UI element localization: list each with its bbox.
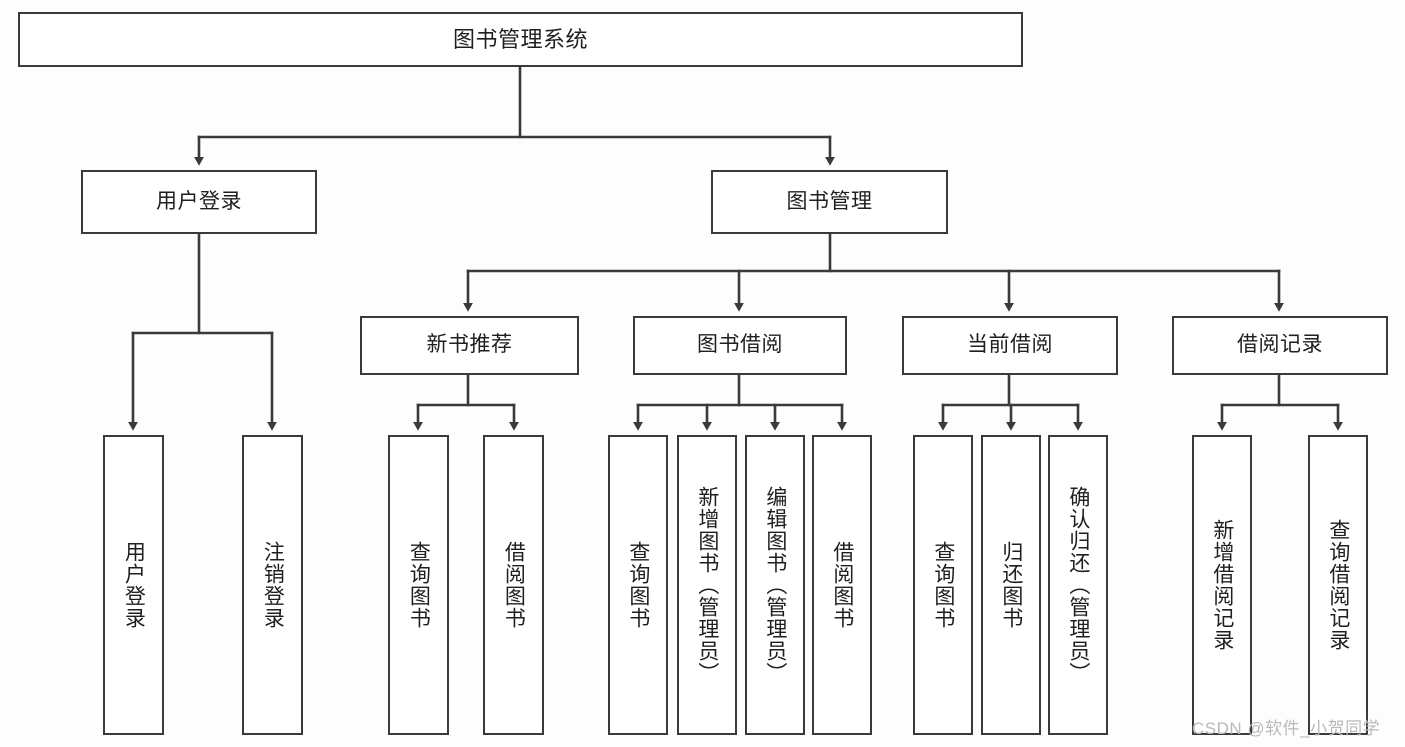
node-new-book-recommend[interactable]: 新书推荐 (360, 316, 579, 375)
node-book-manage[interactable]: 图书管理 (711, 170, 948, 234)
node-label: 图书管理系统 (452, 26, 588, 52)
node-root-system[interactable]: 图书管理系统 (18, 12, 1023, 67)
node-label: 借阅图书 (502, 541, 526, 629)
node-label: 图书借阅 (697, 333, 783, 357)
node-label: 归还图书 (999, 541, 1023, 629)
leaf-confirm-return-admin[interactable]: 确认归还（管理员） (1048, 435, 1108, 735)
leaf-query-borrow-record[interactable]: 查询借阅记录 (1308, 435, 1368, 735)
leaf-borrow-book[interactable]: 借阅图书 (812, 435, 872, 735)
node-label: 注销登录 (261, 541, 285, 629)
leaf-edit-book-admin[interactable]: 编辑图书（管理员） (745, 435, 805, 735)
leaf-add-book-admin[interactable]: 新增图书（管理员） (677, 435, 737, 735)
node-label: 用户登录 (156, 189, 242, 213)
node-label: 查询图书 (931, 541, 955, 629)
node-current-borrow[interactable]: 当前借阅 (902, 316, 1118, 375)
node-label: 当前借阅 (967, 333, 1053, 357)
node-borrow-record[interactable]: 借阅记录 (1172, 316, 1388, 375)
node-label: 用户登录 (122, 541, 146, 629)
leaf-query-book-current[interactable]: 查询图书 (913, 435, 973, 735)
node-label: 借阅记录 (1237, 333, 1323, 357)
leaf-logout[interactable]: 注销登录 (242, 435, 303, 735)
node-label: 编辑图书（管理员） (763, 486, 787, 684)
node-label: 确认归还（管理员） (1066, 486, 1090, 684)
node-book-borrow[interactable]: 图书借阅 (633, 316, 847, 375)
leaf-return-book[interactable]: 归还图书 (981, 435, 1041, 735)
leaf-query-book-recommend[interactable]: 查询图书 (388, 435, 449, 735)
node-label: 查询借阅记录 (1326, 519, 1350, 651)
watermark-text: CSDN @软件_小贺同学 (1192, 719, 1381, 738)
leaf-query-book-borrow[interactable]: 查询图书 (608, 435, 668, 735)
node-label: 查询图书 (407, 541, 431, 629)
leaf-user-login[interactable]: 用户登录 (103, 435, 164, 735)
leaf-add-borrow-record[interactable]: 新增借阅记录 (1192, 435, 1252, 735)
node-label: 借阅图书 (830, 541, 854, 629)
node-label: 查询图书 (626, 541, 650, 629)
node-label: 新书推荐 (426, 333, 513, 357)
node-label: 新增借阅记录 (1210, 519, 1234, 651)
node-label: 图书管理 (786, 189, 873, 213)
leaf-borrow-book-recommend[interactable]: 借阅图书 (483, 435, 544, 735)
node-label: 新增图书（管理员） (695, 486, 719, 684)
node-user-login[interactable]: 用户登录 (81, 170, 317, 234)
